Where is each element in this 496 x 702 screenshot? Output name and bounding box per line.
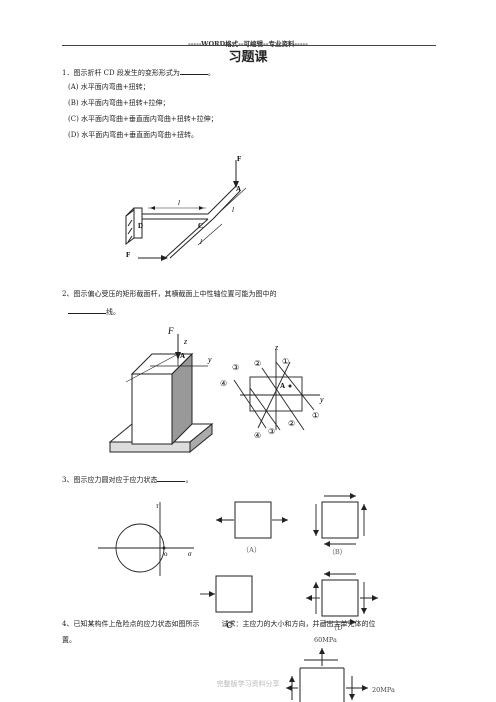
label-sigma: σ xyxy=(188,550,192,558)
q1-stem-text: 1．图示折杆 CD 段发生的变形形式为 xyxy=(62,69,180,77)
stress-element-d xyxy=(306,571,378,625)
label-l-bottom: l xyxy=(200,238,202,246)
stress-element-a: （A） xyxy=(216,501,288,554)
label-circle-4-bottom: ④ xyxy=(254,431,261,440)
force-f-left-arrowhead xyxy=(161,255,168,261)
header-banner: -----WORD格式--可编辑--专业资料----- xyxy=(188,40,308,48)
label-f-top: F xyxy=(237,155,241,163)
q2-line2: 线。 xyxy=(68,306,120,317)
label-circle-3-bottom: ③ xyxy=(268,427,275,436)
q2-blank[interactable] xyxy=(68,306,106,314)
q1-stem: 1．图示折杆 CD 段发生的变形形式为 。 xyxy=(62,67,215,78)
q1-option-b: (B) 水平面内弯曲+扭转+拉伸； xyxy=(68,99,170,107)
q4-line2: 置。 xyxy=(62,636,76,644)
q3-blank[interactable] xyxy=(157,474,186,482)
q1-option-a: (A) 水平面内弯曲+扭转； xyxy=(68,83,150,91)
load-point-a xyxy=(288,384,292,388)
label-circle-1-top: ① xyxy=(282,357,289,366)
q2-line2-text: 线。 xyxy=(106,308,120,316)
q4-line1-text: 4、已知某构件上危险点的应力状态如图所示 xyxy=(62,620,200,628)
label-circle-2-bottom: ② xyxy=(288,419,295,428)
footer-watermark: 完整版学习资料分享 xyxy=(216,680,280,688)
label-z: z xyxy=(183,337,188,346)
q4-stress-element xyxy=(286,648,368,702)
q2-prism-figure: F z y A xyxy=(108,326,214,454)
neutral-line-2 xyxy=(275,361,315,411)
label-circle-4-left: ④ xyxy=(220,379,227,388)
neutral-line-1 xyxy=(261,367,305,431)
q3-tail: 。 xyxy=(185,476,193,484)
q2-line1: 2、图示偏心受压的矩形截面杆，其横截面上中性轴位置可能为图中的 xyxy=(62,290,277,298)
label-d: D xyxy=(138,222,143,230)
q1-option-c: (C) 水平面内弯曲+垂直面内弯曲+扭转+拉伸； xyxy=(68,115,218,123)
label-section-y: y xyxy=(319,395,324,404)
label-option-a: （A） xyxy=(242,546,261,554)
stress-label-20mpa: 20MPa xyxy=(372,686,395,694)
label-circle-1-bottom: ① xyxy=(312,411,319,420)
label-option-d: （D xyxy=(330,624,343,632)
q4-line1: 4、已知某构件上危险点的应力状态如图所示 试求：主应力的大小和方向，并画出主单元体… xyxy=(62,620,375,629)
label-option-b: （B） xyxy=(328,548,347,556)
label-c: C xyxy=(198,222,203,230)
bar-ca-bot xyxy=(212,190,241,220)
q1-figure: F F A C D l l l xyxy=(125,155,247,261)
q3-stem: 3、图示应力圆对应于应力状态 。 xyxy=(62,474,192,485)
label-section-a: A xyxy=(280,382,285,390)
q2-section-figure: z y A ① ② ③ ④ ① ② ③ ④ xyxy=(220,343,324,440)
label-tau: τ xyxy=(156,502,159,510)
header-rule xyxy=(62,45,436,46)
label-circle-3-top: ③ xyxy=(232,363,239,372)
q3-mohr-circle-figure: τ o σ xyxy=(98,502,194,576)
q1-blank[interactable] xyxy=(179,67,208,75)
label-l-top: l xyxy=(178,199,180,207)
label-a: A xyxy=(236,185,241,193)
label-a-point: A xyxy=(180,352,185,360)
q1-tail: 。 xyxy=(207,69,215,77)
label-circle-2-top: ② xyxy=(254,359,261,368)
label-section-z: z xyxy=(274,343,279,352)
q1-option-d: (D) 水平面内弯曲+垂直面内弯曲+扭转。 xyxy=(68,131,199,139)
bar-cb-bot xyxy=(169,218,214,259)
stress-label-60mpa: 60MPa xyxy=(314,636,337,644)
label-option-c: C xyxy=(226,620,233,630)
page-title: 习题课 xyxy=(228,50,268,65)
label-f-left: F xyxy=(126,251,130,259)
q4-line1b-text: 试求：主应力的大小和方向，并画出主单元体的位 xyxy=(221,620,376,628)
stress-element-b: （B） xyxy=(313,493,367,556)
label-l-right: l xyxy=(232,206,234,214)
q3-stem-text: 3、图示应力圆对应于应力状态 xyxy=(62,476,158,484)
bar-cb-top xyxy=(164,218,209,259)
wall-front xyxy=(133,207,143,239)
bar-ca-top xyxy=(207,185,237,215)
neutral-line-3 xyxy=(249,387,281,431)
label-force-f: F xyxy=(167,326,174,336)
label-y: y xyxy=(207,355,212,364)
force-f-top-arrowhead xyxy=(233,181,239,188)
neutral-line-4 xyxy=(233,379,267,429)
stress-element-c xyxy=(200,575,253,613)
label-origin: o xyxy=(164,550,168,558)
